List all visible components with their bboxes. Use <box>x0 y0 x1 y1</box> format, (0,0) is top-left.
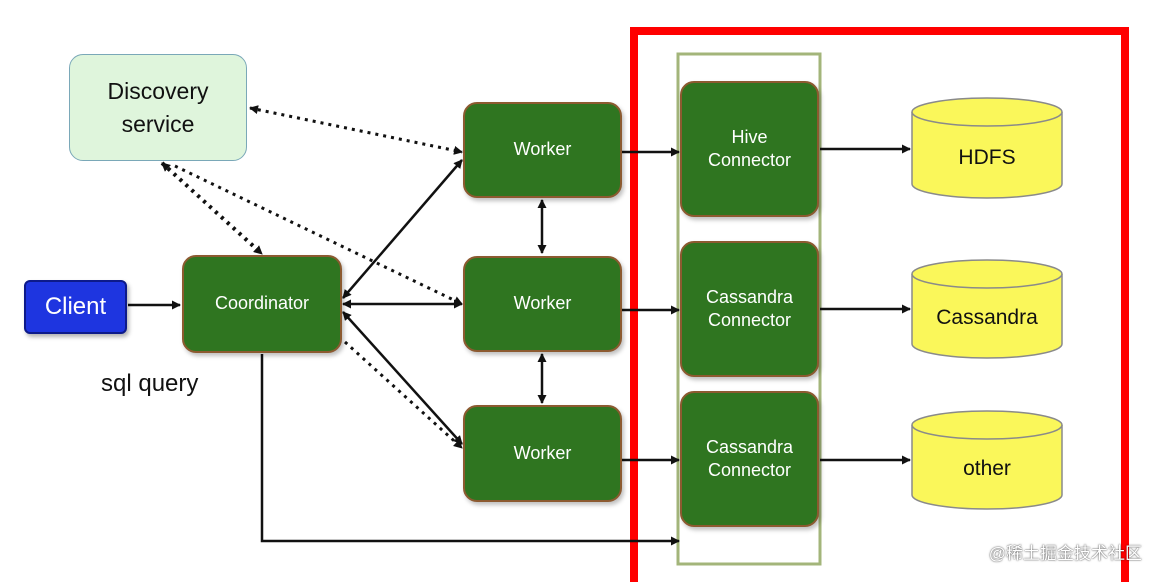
worker-node-1: Worker <box>463 102 622 198</box>
edge-discovery-coordinator <box>160 161 264 256</box>
edge-coordinator-worker3 <box>342 311 463 445</box>
store-other-cylinder <box>911 410 1063 510</box>
edge-coordinator-worker3-dotted <box>343 340 464 450</box>
cassandra-connector-node-1: Cassandra Connector <box>680 241 819 377</box>
cassandra-connector-node-2: Cassandra Connector <box>680 391 819 527</box>
store-cassandra-cylinder <box>911 259 1063 359</box>
client-node: Client <box>24 280 127 334</box>
edge-coordinator-worker1 <box>342 159 463 299</box>
store-cassandra-label: Cassandra <box>936 305 1038 329</box>
worker-node-2: Worker <box>463 256 622 352</box>
store-other-label: other <box>963 456 1011 480</box>
edge-discovery-worker1 <box>249 105 463 155</box>
store-hdfs-label: HDFS <box>958 145 1016 169</box>
discovery-service-node: Discovery service <box>69 54 247 161</box>
edge-coordinator-connectors <box>260 354 680 546</box>
coordinator-node: Coordinator <box>182 255 342 353</box>
hive-connector-node: Hive Connector <box>680 81 819 217</box>
sql-query-label: sql query <box>101 370 199 397</box>
watermark: @稀土掘金技术社区 <box>988 544 1142 563</box>
worker-node-3: Worker <box>463 405 622 502</box>
store-hdfs-cylinder <box>911 97 1063 199</box>
